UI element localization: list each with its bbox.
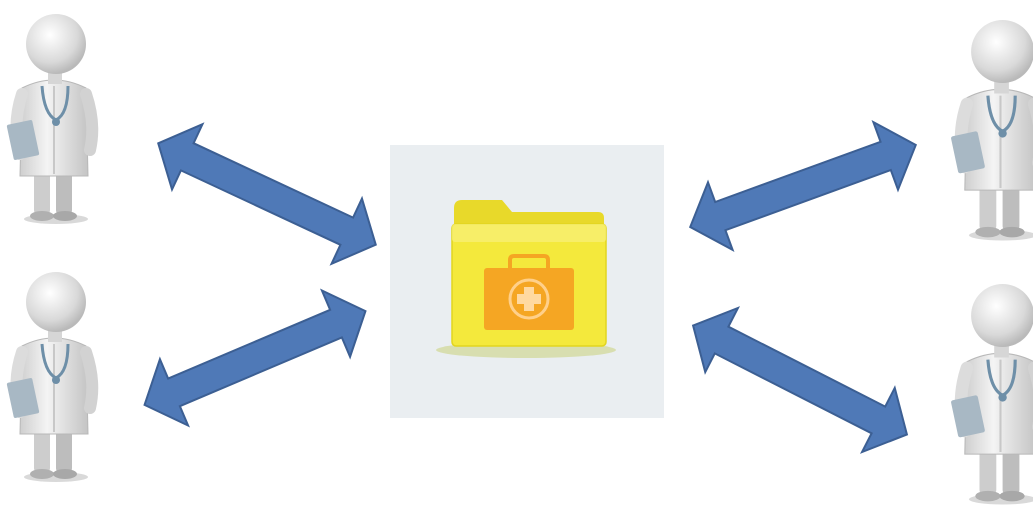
- double-headed-arrow-icon: [143, 111, 391, 278]
- doctor-figure-icon: [951, 284, 1033, 505]
- medical-folder-icon: [436, 200, 616, 358]
- double-headed-arrow-icon: [678, 111, 928, 261]
- doctor-figure-icon: [951, 20, 1033, 240]
- double-headed-arrow-icon: [130, 278, 379, 438]
- doctor-figure-icon: [7, 272, 93, 482]
- double-headed-arrow-icon: [677, 293, 924, 466]
- doctor-figure-icon: [7, 14, 93, 224]
